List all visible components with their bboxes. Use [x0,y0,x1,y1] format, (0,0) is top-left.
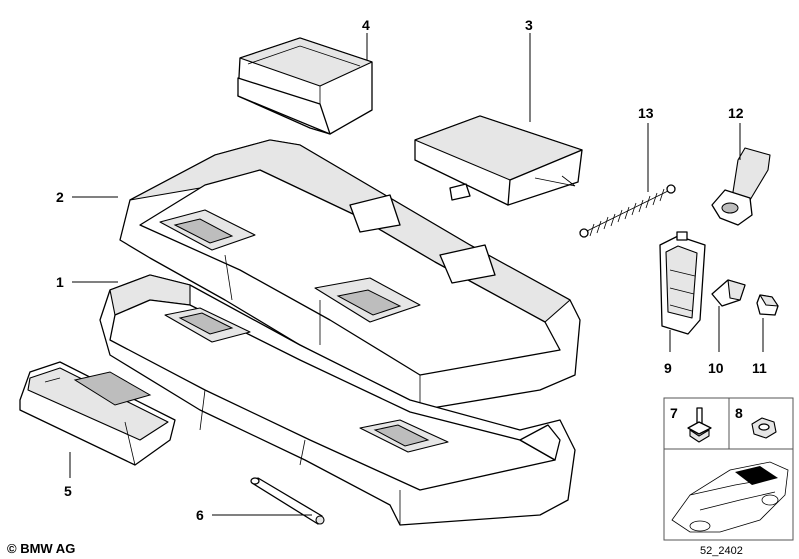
callout-9: 9 [664,360,672,376]
part-6-rod [250,477,325,525]
inset-fasteners: 7 8 [663,397,794,450]
car-location-inset [663,448,794,541]
doc-id: 52_2402 [700,545,743,557]
leader-lines [69,33,764,516]
part-11-cap [756,294,779,316]
callout-6: 6 [196,507,204,523]
part-4-armrest-pad [237,37,373,135]
callout-13: 13 [638,105,654,121]
part-1-seat-pad [99,274,576,526]
callout-7: 7 [670,405,678,421]
callout-4: 4 [362,17,370,33]
part-9-hinge-bracket [659,231,706,335]
callout-2: 2 [56,189,64,205]
copyright: © BMW AG [7,541,75,556]
part-10-clip [711,279,746,307]
part-12-strap-loop [711,147,771,226]
part-8-nut [751,417,777,439]
callout-10: 10 [708,360,724,376]
part-13-spring [579,184,676,238]
part-3-center-armrest [414,115,583,206]
rear-seat-highlight [735,466,778,485]
part-5-base-plate [19,361,176,466]
callout-12: 12 [728,105,744,121]
callout-3: 3 [525,17,533,33]
part-2-seat-cover [119,139,581,411]
part-7-bolt [687,407,712,443]
callout-labels: 4 3 2 1 5 6 13 12 9 10 11 [56,17,767,523]
callout-11: 11 [752,360,767,376]
callout-8: 8 [735,405,743,421]
callout-5: 5 [64,483,72,499]
callout-1: 1 [56,274,64,290]
